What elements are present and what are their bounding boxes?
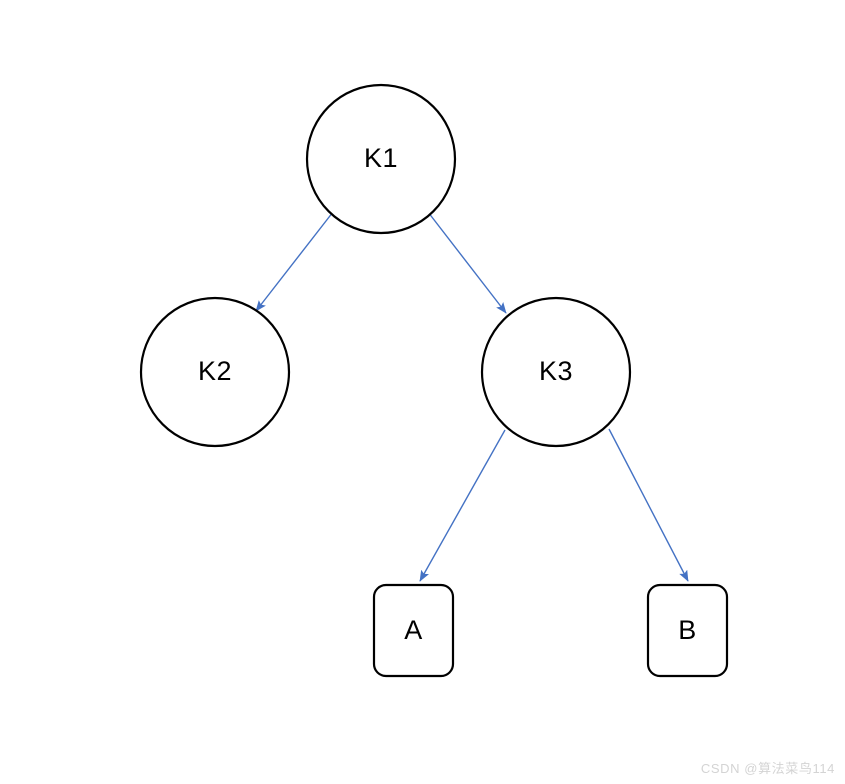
edge-group [255,211,689,582]
csdn-watermark: CSDN @算法菜鸟114 [700,761,835,776]
node-k1[interactable]: K1 [305,83,457,235]
node-k3-label: K3 [539,356,573,386]
node-k1-label: K1 [364,143,398,173]
edge-k1-to-k2[interactable] [255,211,334,312]
edge-k1-to-k3[interactable] [427,211,507,314]
node-k3[interactable]: K3 [480,296,632,448]
node-b[interactable]: B [646,583,729,678]
node-k2-label: K2 [198,356,232,386]
node-a-label: A [404,615,423,645]
node-b-label: B [678,615,697,645]
node-a[interactable]: A [372,583,455,678]
node-k3-circle[interactable] [480,296,632,448]
edge-k3-to-a[interactable] [419,429,506,582]
node-k2[interactable]: K2 [139,296,291,448]
edge-k3-to-b[interactable] [608,428,689,582]
node-a-rect[interactable] [372,583,455,678]
node-k2-circle[interactable] [139,296,291,448]
node-k1-circle[interactable] [305,83,457,235]
node-b-rect[interactable] [646,583,729,678]
